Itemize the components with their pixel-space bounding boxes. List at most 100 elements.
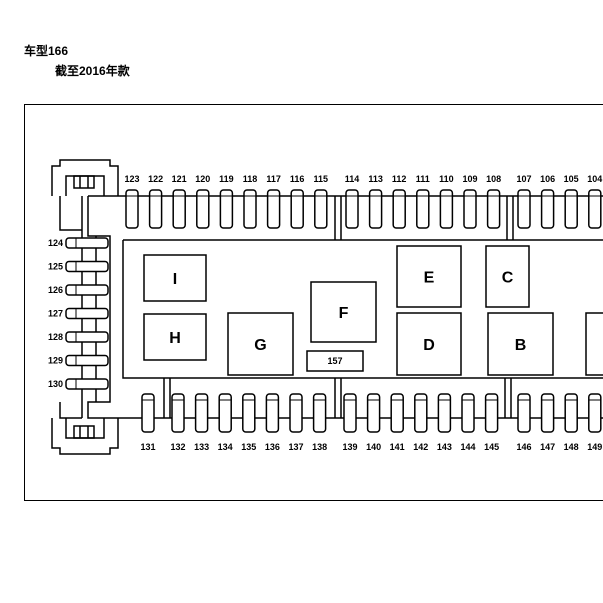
relay-B: B <box>487 312 554 376</box>
page-title: 车型166 <box>24 44 69 58</box>
fuse-label: 139 <box>342 442 357 452</box>
housing-inner-tray <box>122 239 603 379</box>
relay-G: G <box>227 312 294 376</box>
fuse-117: 117 <box>266 174 281 229</box>
fuse-label: 130 <box>48 379 63 389</box>
fuse-116: 116 <box>290 174 305 229</box>
fuse-121: 121 <box>172 174 187 229</box>
fuse-107: 107 <box>516 174 532 229</box>
fuse-blade <box>172 189 186 229</box>
relay-box <box>143 313 207 361</box>
relay-F: F <box>310 281 377 343</box>
fuse-blade <box>65 307 109 320</box>
fuse-141: 141 <box>390 393 405 452</box>
fuse-143: 143 <box>437 393 452 452</box>
fuse-label: 114 <box>345 174 360 184</box>
fuse-blade <box>266 189 281 229</box>
fuse-label: 125 <box>48 262 63 272</box>
fuse-blade <box>564 393 578 433</box>
fuse-127: 127 <box>48 307 109 320</box>
fuse-137: 137 <box>288 393 304 452</box>
relay-label: H <box>169 330 181 347</box>
relay-box <box>396 312 462 376</box>
relay-label: F <box>339 305 349 322</box>
fuse-148: 148 <box>564 393 579 452</box>
fuse-blade <box>65 260 109 273</box>
fuse-129: 129 <box>48 354 109 367</box>
fuse-label: 116 <box>290 174 305 184</box>
fuse-label: 112 <box>392 174 407 184</box>
fuse-blade <box>218 393 232 433</box>
fuse-label: 119 <box>219 174 234 184</box>
fuse-label: 134 <box>218 442 233 452</box>
fuse-label: 113 <box>368 174 383 184</box>
fuse-blade <box>65 331 109 343</box>
fuse-blade <box>312 393 327 433</box>
fuse-blade <box>368 189 383 229</box>
fuse-blade <box>290 189 304 229</box>
fuse-114: 114 <box>345 174 360 229</box>
fuse-145: 145 <box>484 393 499 452</box>
fuse-blade <box>242 393 256 433</box>
fuse-144: 144 <box>460 393 476 452</box>
fuse-147: 147 <box>540 393 555 452</box>
fuse-blade <box>141 393 155 433</box>
fuse-106: 106 <box>540 174 555 229</box>
fuse-blade <box>265 393 280 433</box>
fuse-label: 138 <box>312 442 327 452</box>
fuse-label: 122 <box>148 174 163 184</box>
relay-label: D <box>423 337 435 354</box>
fuse-136: 136 <box>265 393 280 452</box>
diagram-frame <box>24 104 603 501</box>
fuse-140: 140 <box>366 393 381 452</box>
fuse-label: 141 <box>390 442 405 452</box>
fuse-113: 113 <box>368 174 383 229</box>
fuse-131: 131 <box>140 393 156 452</box>
relay-157: 157 <box>306 350 364 372</box>
fuse-label: 148 <box>564 442 579 452</box>
fuse-blade <box>461 393 475 433</box>
fuse-146: 146 <box>516 393 532 452</box>
relay-partial-box <box>585 312 603 376</box>
fuse-label: 108 <box>486 174 501 184</box>
fuse-133: 133 <box>194 393 209 452</box>
fuse-label: 140 <box>366 442 381 452</box>
fuse-label: 104 <box>587 174 602 184</box>
relay-box <box>485 245 530 308</box>
fuse-label: 136 <box>265 442 280 452</box>
relay-label: I <box>173 271 177 288</box>
relay-D: D <box>396 312 462 376</box>
fuse-label: 126 <box>48 285 63 295</box>
fuse-label: 131 <box>140 442 155 452</box>
relay-box <box>143 254 207 302</box>
fuse-blade <box>588 393 602 433</box>
fuse-blade <box>345 189 359 229</box>
fuse-blade <box>343 393 357 433</box>
fuse-label: 115 <box>314 174 329 184</box>
fuse-blade <box>517 393 531 433</box>
fuse-124: 124 <box>48 237 109 249</box>
fuse-blade <box>125 189 139 229</box>
fuse-label: 107 <box>516 174 531 184</box>
fuse-blade <box>392 189 406 229</box>
fuse-149: 149 <box>587 393 602 452</box>
fuse-123: 123 <box>124 174 140 229</box>
fuse-138: 138 <box>312 393 327 452</box>
fuse-115: 115 <box>314 174 329 229</box>
fuse-blade <box>437 393 452 433</box>
fuse-label: 129 <box>48 356 63 366</box>
top-clip <box>51 159 119 196</box>
fuse-blade <box>289 393 303 433</box>
fuse-label: 120 <box>195 174 210 184</box>
fuse-blade <box>564 189 578 229</box>
fuse-blade <box>65 378 109 390</box>
relay-C: C <box>485 245 530 308</box>
relay-label: E <box>424 270 435 287</box>
fuse-label: 132 <box>170 442 185 452</box>
page-subtitle: 截至2016年款 <box>55 64 130 78</box>
fuse-label: 128 <box>48 332 63 342</box>
relay-label: C <box>502 270 514 287</box>
relays-layer: I H G F 157 E D C B <box>143 245 603 376</box>
